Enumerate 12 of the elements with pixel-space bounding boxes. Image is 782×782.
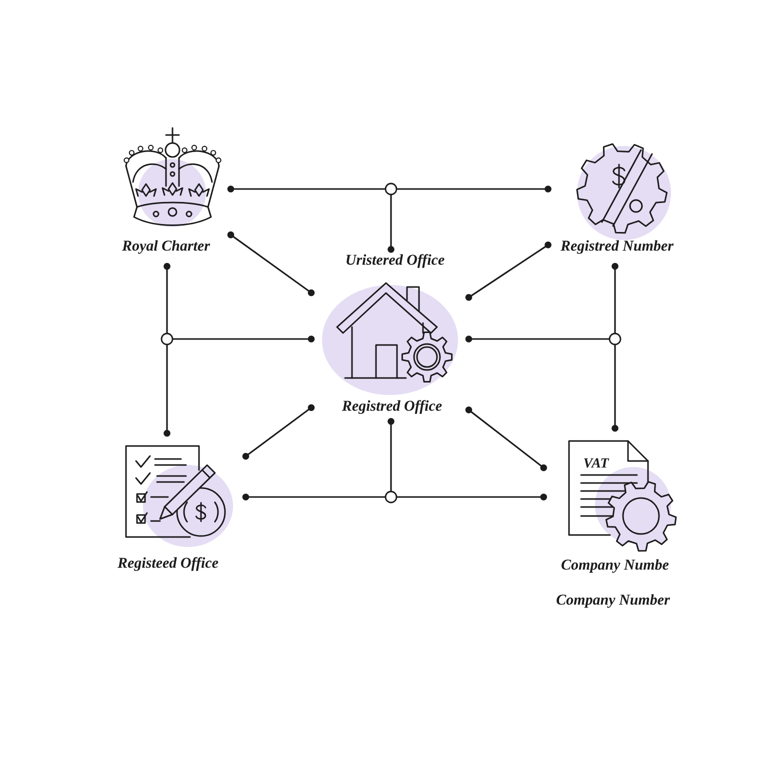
junction-circle [160,332,174,346]
junction-circle [384,182,398,196]
node-label: Uristered Office [346,254,444,268]
node-label: Company Number [556,594,670,608]
node-label: Registeed Office [118,557,218,571]
junction-circle [608,332,622,346]
node-label: Royal Charter [122,240,210,254]
icon-text: VAT [584,458,610,468]
junction-circle [384,490,398,504]
node-label: Registred Number [560,240,674,254]
node-label: Company Numbe [562,559,669,573]
node-label: Registred Office [342,400,442,414]
